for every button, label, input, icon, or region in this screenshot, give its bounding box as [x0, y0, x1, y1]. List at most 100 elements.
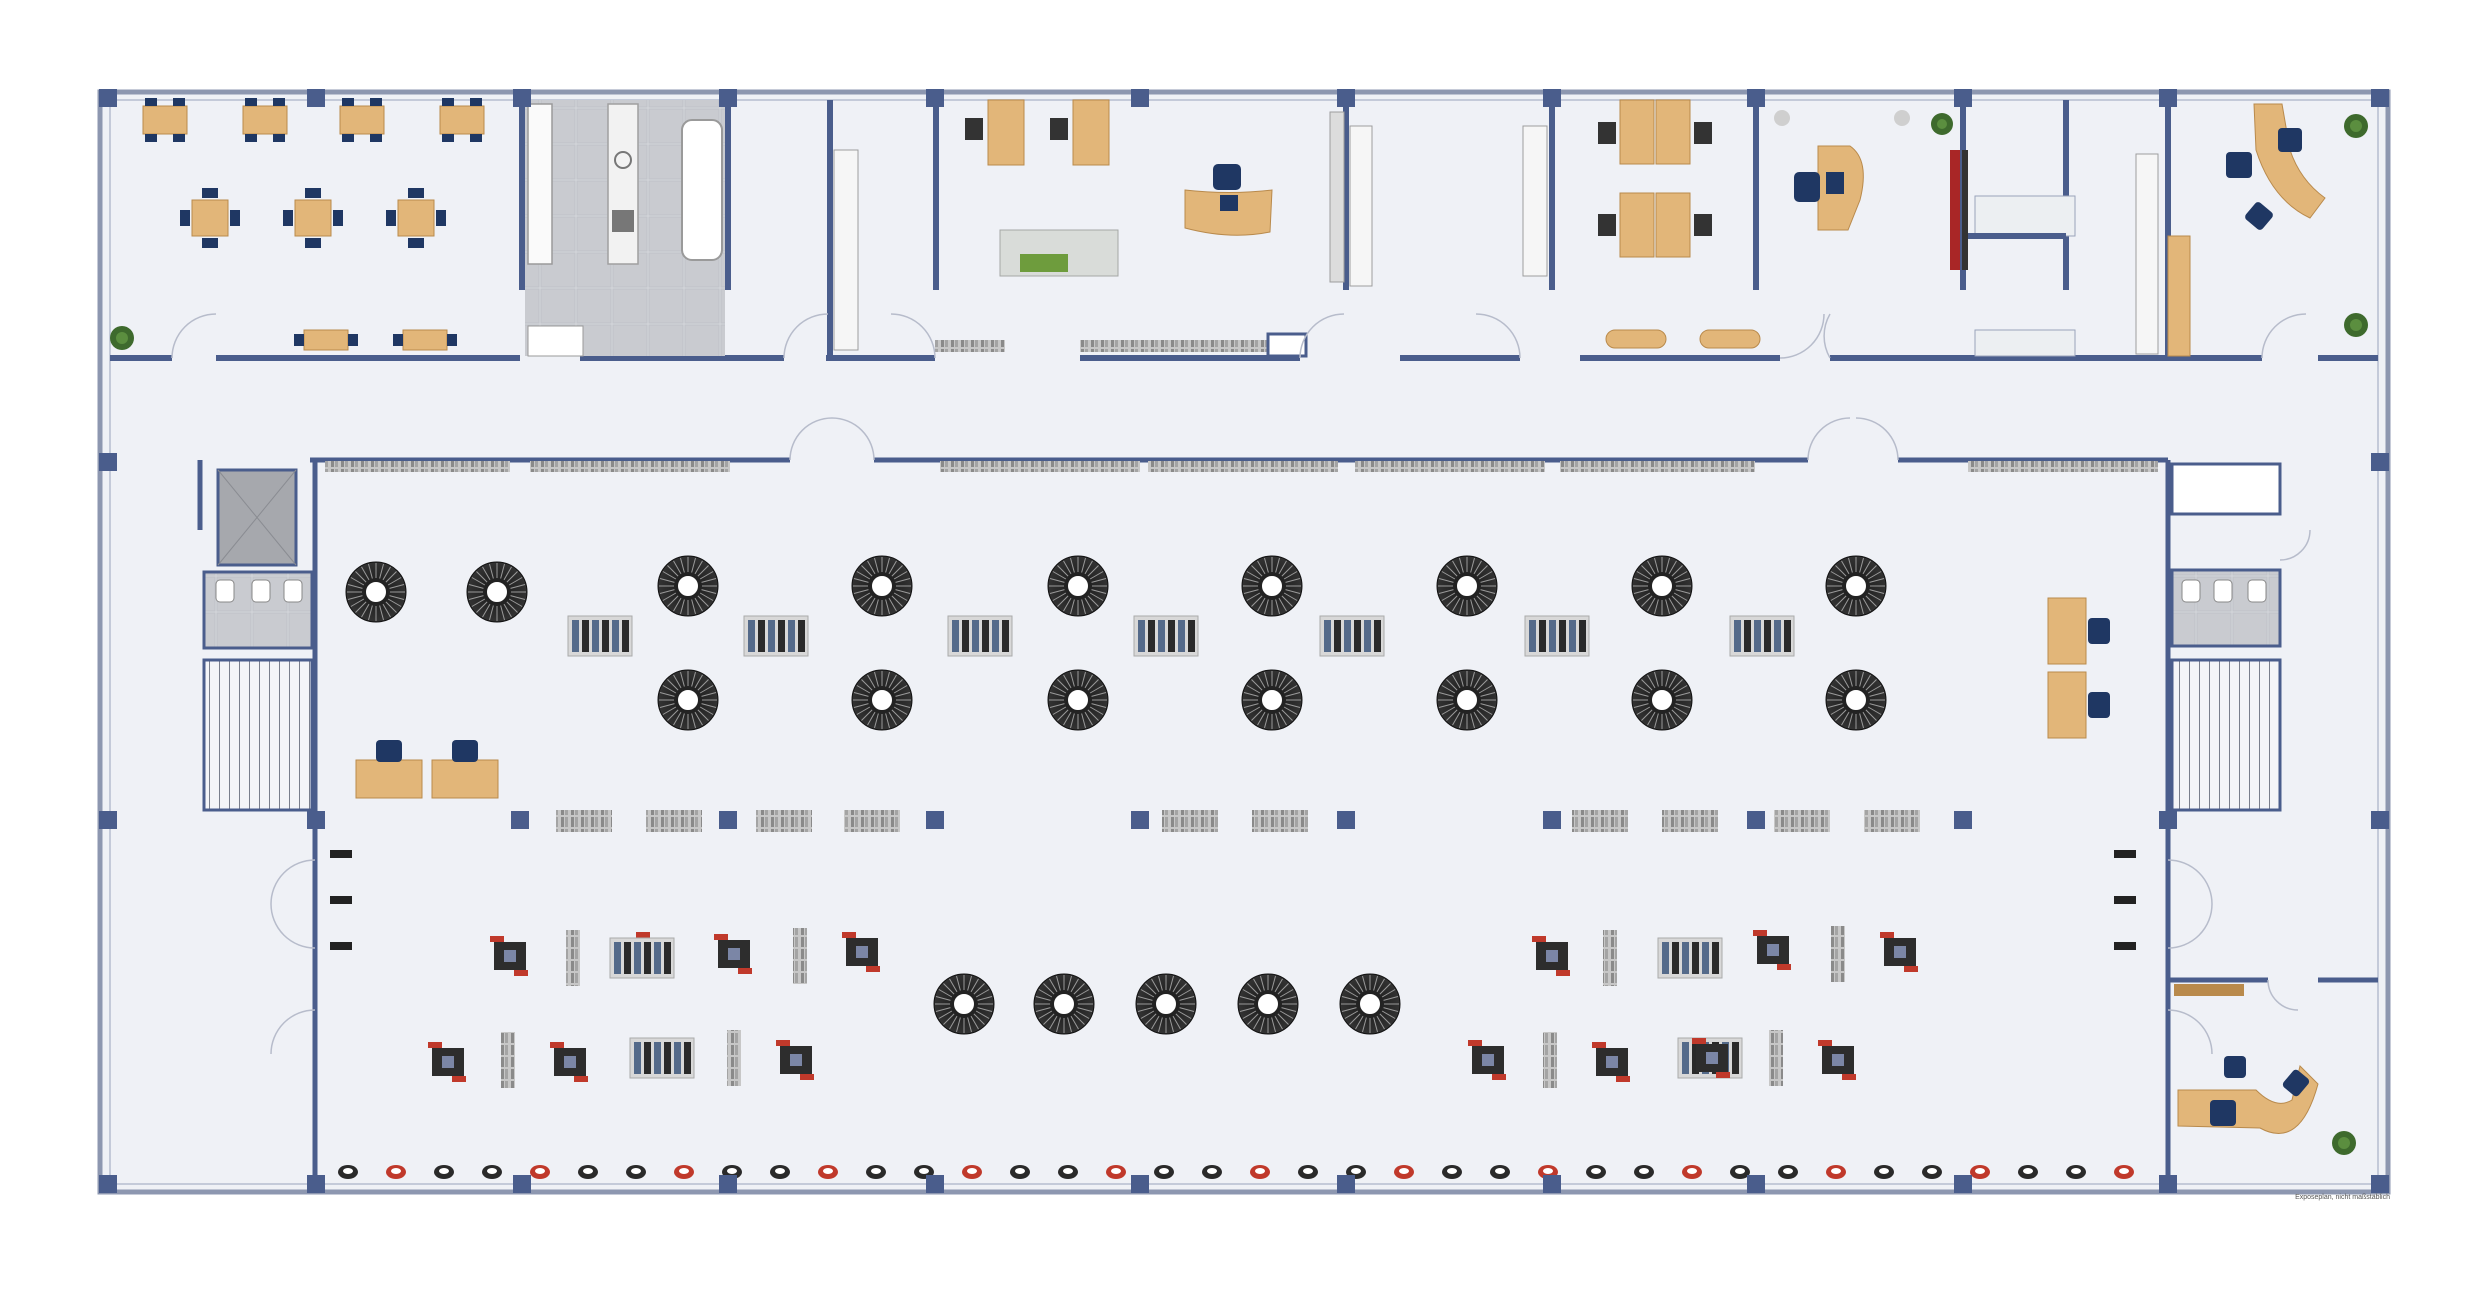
shelf-icon [833, 149, 859, 351]
desk-icon [1619, 192, 1655, 258]
display-item-icon [626, 1165, 646, 1179]
wheel-rack-icon [609, 937, 675, 979]
shelf-icon [1662, 810, 1718, 832]
shelf-icon [1252, 810, 1308, 832]
red-shelf [1950, 150, 1968, 270]
chair-icon [965, 118, 983, 140]
tire-stack-icon [1047, 669, 1109, 731]
door-swing-icon [789, 417, 833, 461]
wood-shelf [2174, 984, 2244, 996]
column-icon [99, 811, 117, 829]
column-icon [2159, 1175, 2177, 1193]
shelf-icon [566, 930, 580, 986]
column-icon [926, 89, 944, 107]
dark-wall-stubs [330, 850, 2136, 950]
chair-icon [2226, 152, 2252, 178]
display-item-icon [1970, 1165, 1990, 1179]
column-icon [1747, 1175, 1765, 1193]
column-icon [1954, 811, 1972, 829]
shelf-icon [1774, 810, 1830, 832]
canteen-table-square [180, 188, 240, 248]
motorcycle-icon [842, 932, 880, 972]
door-swing-icon [2279, 529, 2311, 561]
chair-icon [2278, 128, 2302, 152]
column-icon [307, 1175, 325, 1193]
display-item-icon [1058, 1165, 1078, 1179]
display-item-icon [962, 1165, 982, 1179]
display-item-icon [1202, 1165, 1222, 1179]
column-icon [1543, 89, 1561, 107]
column-icon [1954, 89, 1972, 107]
shelf-icon [1522, 125, 1548, 277]
column-icon [719, 1175, 737, 1193]
display-item-icon [1250, 1165, 1270, 1179]
display-item-icon [1490, 1165, 1510, 1179]
column-icon [1131, 811, 1149, 829]
column-icon [1747, 89, 1765, 107]
door-swing-icon [2167, 903, 2213, 949]
tire-stack-icon [1825, 669, 1887, 731]
door-swing-icon [831, 417, 875, 461]
tire-stack-icon [657, 669, 719, 731]
chair-icon [2210, 1100, 2236, 1126]
motorcycle-icon [1592, 1042, 1630, 1082]
door-swing-icon [2167, 1009, 2213, 1055]
motorcycle-icon [490, 936, 528, 976]
column-icon [2159, 89, 2177, 107]
motorcycle-icon [1532, 936, 1570, 976]
door-swing-icon [1299, 313, 1345, 359]
column-icon [1543, 811, 1561, 829]
utility-east [2170, 462, 2282, 516]
column-icon [307, 811, 325, 829]
shelf-icon [1603, 930, 1617, 986]
door-swing-icon [2167, 859, 2213, 905]
door-swing-icon [270, 1009, 316, 1055]
display-item-icon [1106, 1165, 1126, 1179]
canteen-table [339, 98, 385, 142]
display-item-icon [1634, 1165, 1654, 1179]
display-item-icon [818, 1165, 838, 1179]
kitchen-counter [527, 103, 553, 265]
column-icon [1131, 89, 1149, 107]
tire-stack-icon [1033, 973, 1095, 1035]
plant-icon [2344, 313, 2368, 337]
toilet-icon [283, 579, 303, 603]
plan-caption: Exposeplan, nicht maßstäblich [2295, 1194, 2390, 1201]
wheel-rack-icon [629, 1037, 695, 1079]
motorcycle-icon [428, 1042, 466, 1082]
tire-stack-icon [657, 555, 719, 617]
toilet-icon [215, 579, 235, 603]
wheel-rack-icon [1133, 615, 1199, 657]
display-item-icon [386, 1165, 406, 1179]
column-icon [1131, 1175, 1149, 1193]
desk-icon [1072, 99, 1110, 166]
cabinet-icon [1266, 332, 1308, 358]
storage-unit [1974, 195, 2076, 237]
tire-stack-icon [1135, 973, 1197, 1035]
plant-icon [2332, 1131, 2356, 1155]
column-icon [719, 811, 737, 829]
office-5 [1774, 110, 1910, 231]
shelf-icon [501, 1032, 515, 1088]
column-icon [926, 1175, 944, 1193]
tire-stack-icon [1241, 555, 1303, 617]
toilet-icon [251, 579, 271, 603]
shelf-icon [2135, 153, 2159, 355]
tire-stack-icon [1631, 555, 1693, 617]
column-icon [2159, 811, 2177, 829]
door-swing-icon [2261, 313, 2307, 359]
motorcycle-icon [1692, 1038, 1730, 1078]
elevator-cross [217, 469, 297, 566]
reception-desk-west [355, 740, 499, 799]
door-swing-icon [270, 903, 316, 949]
curved-desk-icon [2253, 103, 2326, 219]
column-icon [99, 453, 117, 471]
column-icon [1337, 811, 1355, 829]
chair-icon [1826, 172, 1844, 194]
tire-stack-icon [851, 669, 913, 731]
motorcycle-icon [1880, 932, 1918, 972]
hall-interior [338, 555, 2134, 1179]
tire-stack-icon [1436, 555, 1498, 617]
display-item-icon [2066, 1165, 2086, 1179]
